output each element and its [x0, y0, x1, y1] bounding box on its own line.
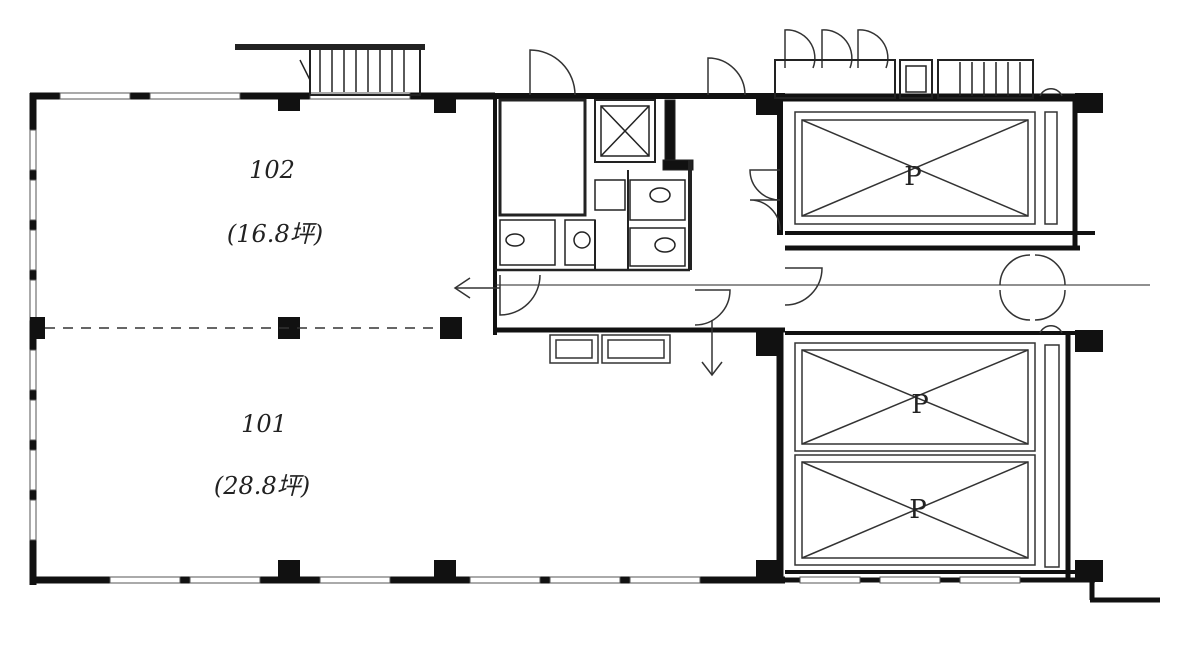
bike-racks: [549, 334, 671, 364]
window-strips: [29, 92, 1021, 584]
outer-walls: [29, 92, 1160, 603]
unit-101-number: 101: [241, 410, 287, 438]
unit-101-area: (28.8坪): [214, 472, 310, 500]
parking-spaces: [794, 111, 1060, 568]
upper-right-stair: [774, 59, 1034, 99]
parking-label-1: P: [904, 162, 922, 192]
door-swings: [499, 29, 1066, 334]
exterior-stair: [235, 44, 425, 96]
parking-label-3: P: [909, 495, 927, 525]
circulation-arrows: [453, 277, 723, 377]
unit-102-number: 102: [249, 156, 295, 184]
building-core: [495, 98, 1150, 286]
columns: [30, 93, 1103, 582]
unit-102-area: (16.8坪): [227, 220, 323, 248]
parking-label-2: P: [911, 390, 929, 420]
